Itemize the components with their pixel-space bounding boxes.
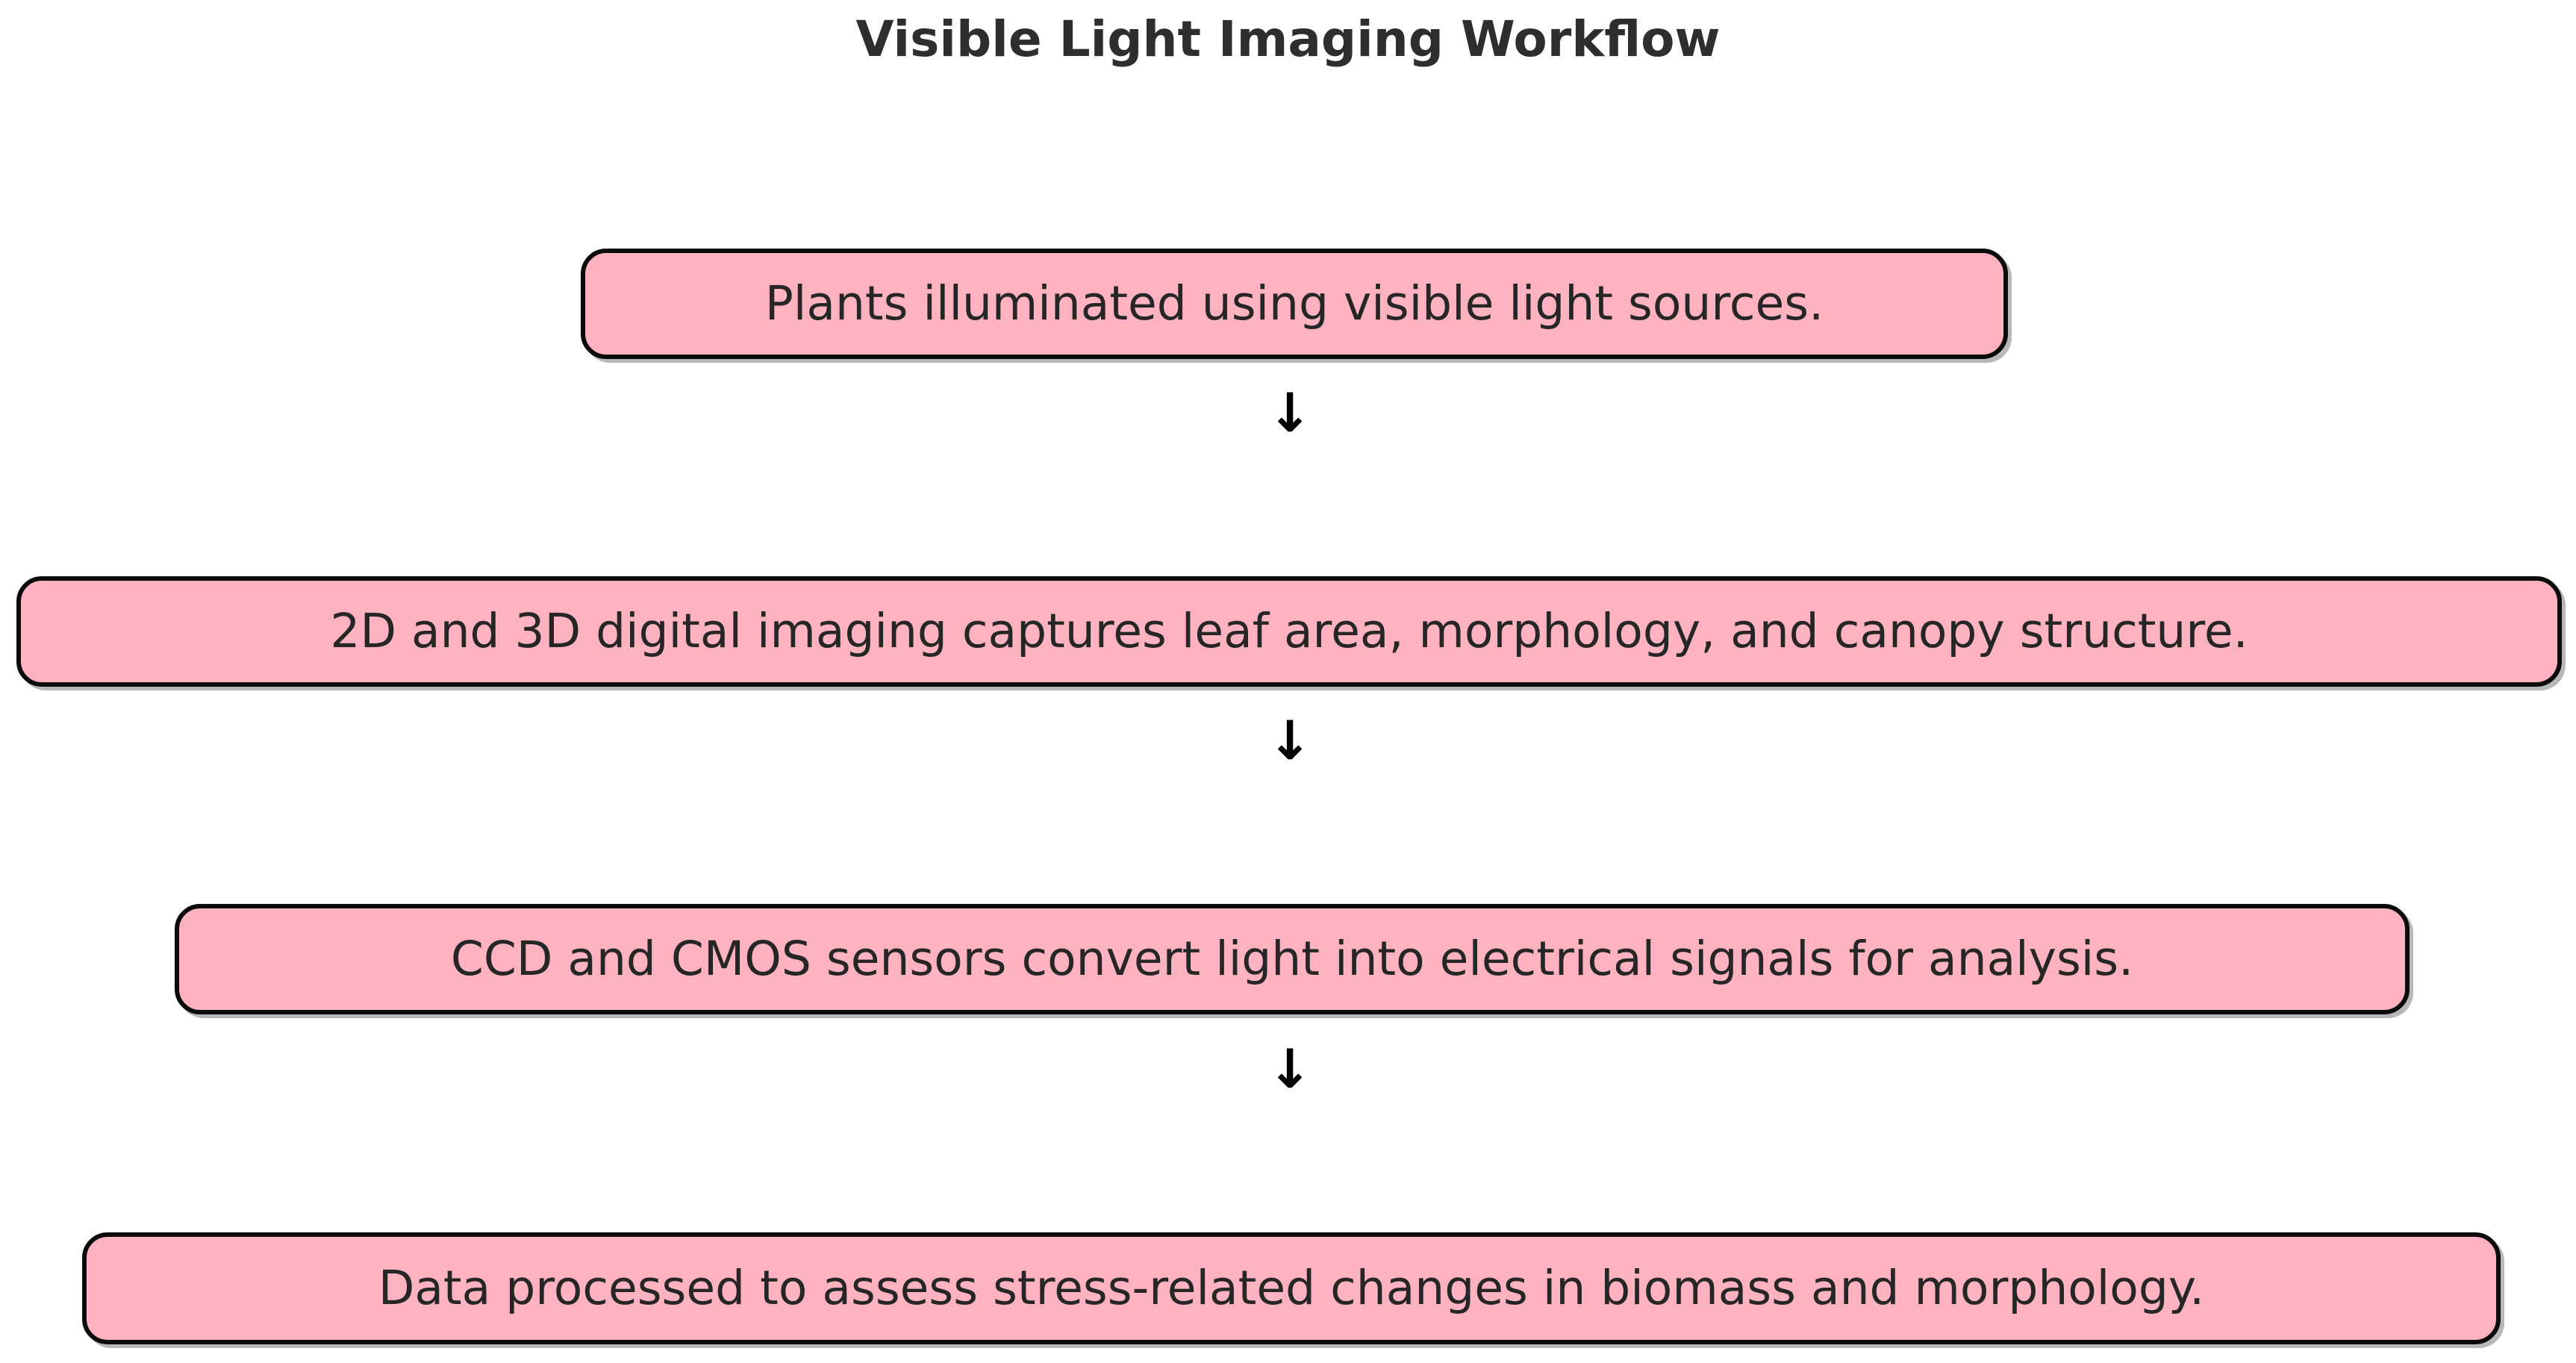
flow-node-label: Plants illuminated using visible light s… — [764, 276, 1824, 331]
arrow-down-icon: ↓ — [1267, 709, 1313, 772]
flow-node-step-3[interactable]: CCD and CMOS sensors convert light into … — [175, 904, 2410, 1014]
arrow-down-icon: ↓ — [1267, 381, 1313, 444]
flow-node-step-2[interactable]: 2D and 3D digital imaging captures leaf … — [16, 576, 2562, 687]
flow-node-step-4[interactable]: Data processed to assess stress-related … — [82, 1232, 2501, 1344]
arrow-down-icon: ↓ — [1267, 1038, 1313, 1100]
flow-node-label: 2D and 3D digital imaging captures leaf … — [330, 604, 2248, 659]
page-title: Visible Light Imaging Workflow — [855, 10, 1721, 68]
flow-node-label: CCD and CMOS sensors convert light into … — [450, 932, 2134, 987]
flow-node-label: Data processed to assess stress-related … — [378, 1261, 2205, 1316]
flow-node-step-1[interactable]: Plants illuminated using visible light s… — [581, 249, 2008, 359]
